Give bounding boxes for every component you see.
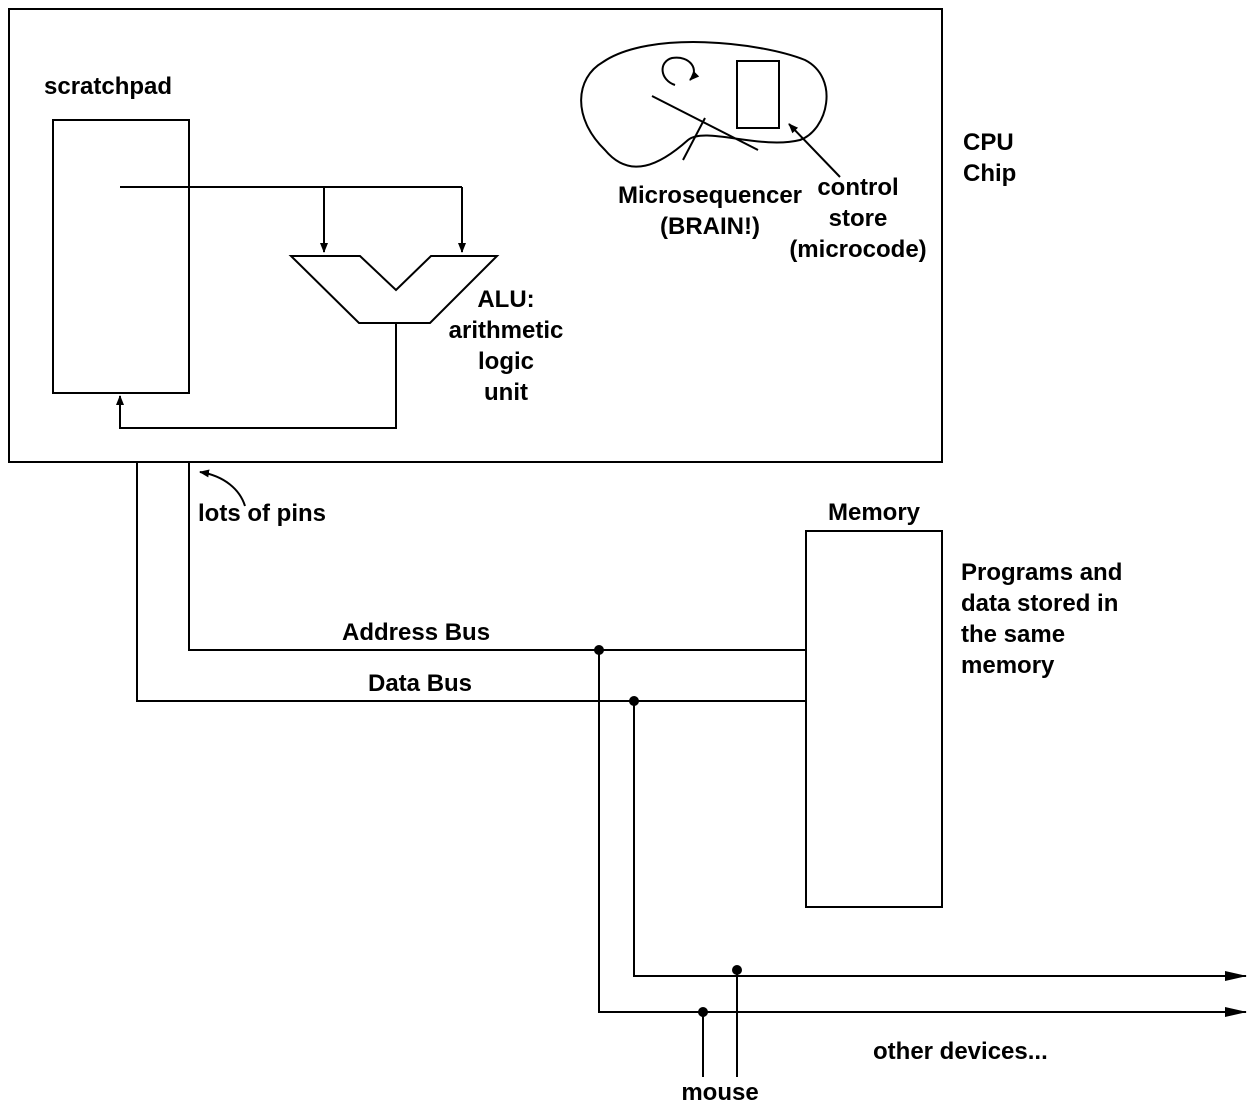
cpu-chip-box bbox=[8, 8, 943, 463]
cpu-chip-label: CPU Chip bbox=[963, 129, 1017, 187]
microsequencer-label: Microsequencer (BRAIN!) bbox=[617, 182, 803, 240]
address-bus-junction bbox=[594, 645, 604, 655]
mouse-label: mouse bbox=[681, 1079, 759, 1106]
data-bus-junction bbox=[629, 696, 639, 706]
memory-label: Memory bbox=[827, 499, 921, 526]
other-devices-label: other devices... bbox=[873, 1038, 1048, 1065]
data-bus-line bbox=[136, 462, 806, 702]
alu-feedback-line bbox=[116, 323, 397, 429]
pins-arrow bbox=[199, 469, 246, 507]
brain-loop-icon bbox=[661, 56, 700, 86]
address-bus-line bbox=[188, 462, 806, 651]
control-store-label: control store (microcode) bbox=[789, 174, 927, 263]
address-bus-branch bbox=[598, 650, 1247, 1017]
lots-of-pins-label: lots of pins bbox=[198, 500, 326, 527]
mouse-address-junction bbox=[698, 1007, 708, 1017]
alu-label: ALU: arithmetic logic unit bbox=[448, 286, 564, 406]
memory-note: Programs and data stored in the same mem… bbox=[961, 559, 1123, 679]
brain-wire bbox=[651, 95, 759, 151]
address-bus-label: Address Bus bbox=[342, 619, 491, 646]
mouse-data-junction bbox=[732, 965, 742, 975]
scratchpad-label: scratchpad bbox=[44, 73, 173, 100]
data-bus-label: Data Bus bbox=[368, 670, 473, 697]
scratchpad-box bbox=[52, 119, 190, 394]
control-store-box bbox=[736, 60, 780, 129]
alu-shape bbox=[288, 255, 500, 324]
control-store-arrow bbox=[788, 123, 841, 178]
memory-box bbox=[805, 530, 943, 908]
brain-pointer-line bbox=[682, 117, 706, 161]
brain-blob bbox=[580, 41, 828, 168]
data-bus-branch bbox=[633, 701, 1247, 981]
